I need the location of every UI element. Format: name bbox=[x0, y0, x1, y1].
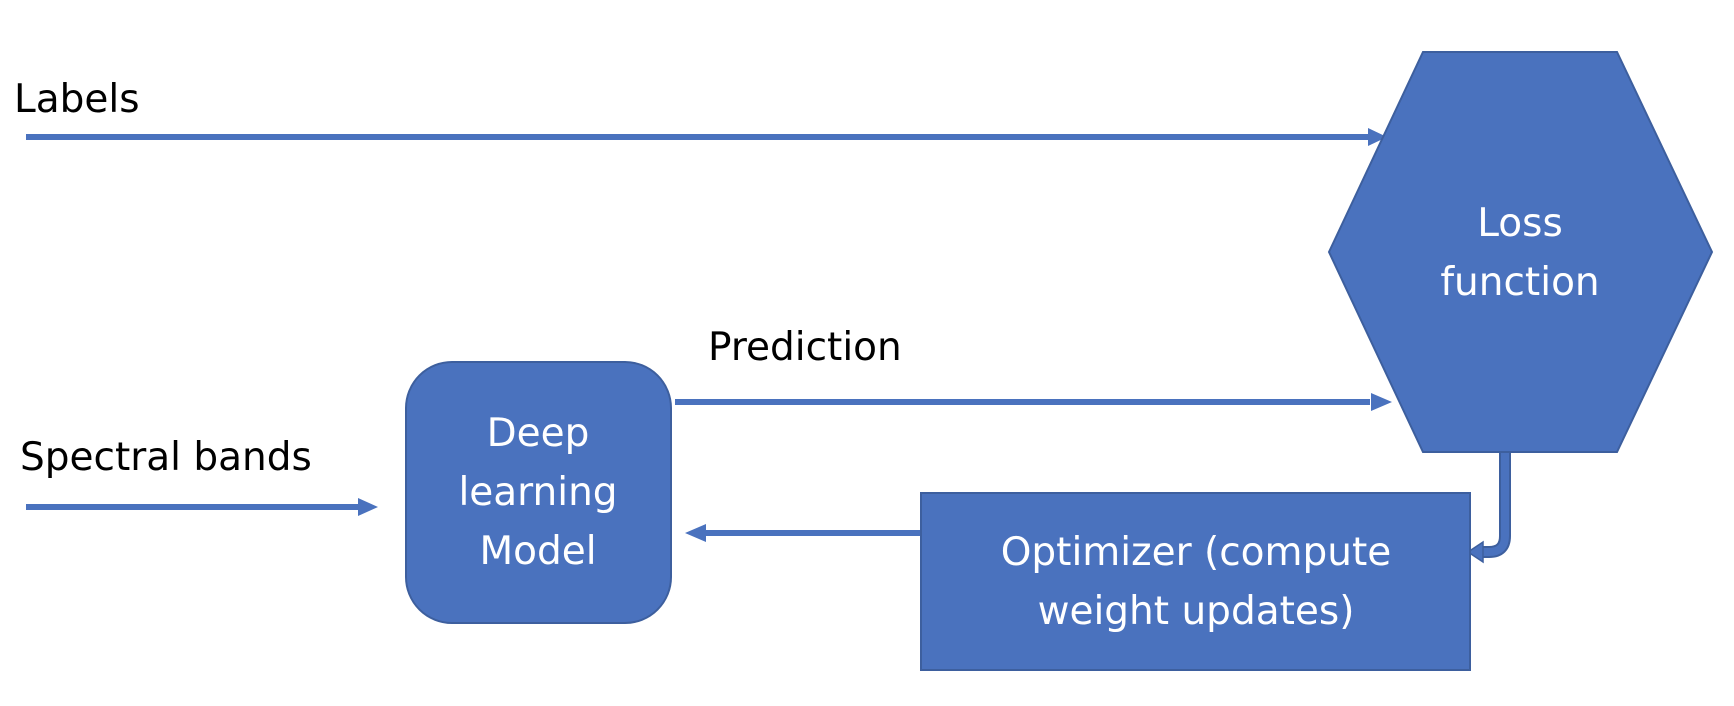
loss-label-line-2: function bbox=[1440, 260, 1599, 305]
loss-function-node bbox=[1327, 51, 1714, 453]
labels-arrowhead bbox=[1368, 128, 1387, 146]
spectral-bands-text: Spectral bands bbox=[20, 435, 312, 480]
loss-label-line-1: Loss bbox=[1477, 201, 1563, 246]
prediction-arrowhead bbox=[1371, 393, 1392, 411]
model-label-line-2: learning bbox=[458, 470, 617, 515]
loss-to-optimizer-connector-fill bbox=[1482, 444, 1509, 556]
optimizer-label-line-1: Optimizer (compute bbox=[1001, 530, 1392, 575]
optimizer-label-line-2: weight updates) bbox=[1038, 589, 1355, 634]
deep-learning-model-node bbox=[405, 361, 672, 624]
optimizer-node bbox=[920, 492, 1471, 671]
loss-to-optimizer-arrowhead bbox=[1466, 540, 1484, 564]
spectral-bands-arrowhead bbox=[358, 498, 378, 516]
labels-text: Labels bbox=[14, 77, 140, 122]
prediction-text: Prediction bbox=[708, 325, 902, 370]
model-label-line-3: Model bbox=[479, 529, 596, 574]
update-arrowhead bbox=[685, 524, 706, 542]
model-label-line-1: Deep bbox=[487, 411, 590, 456]
